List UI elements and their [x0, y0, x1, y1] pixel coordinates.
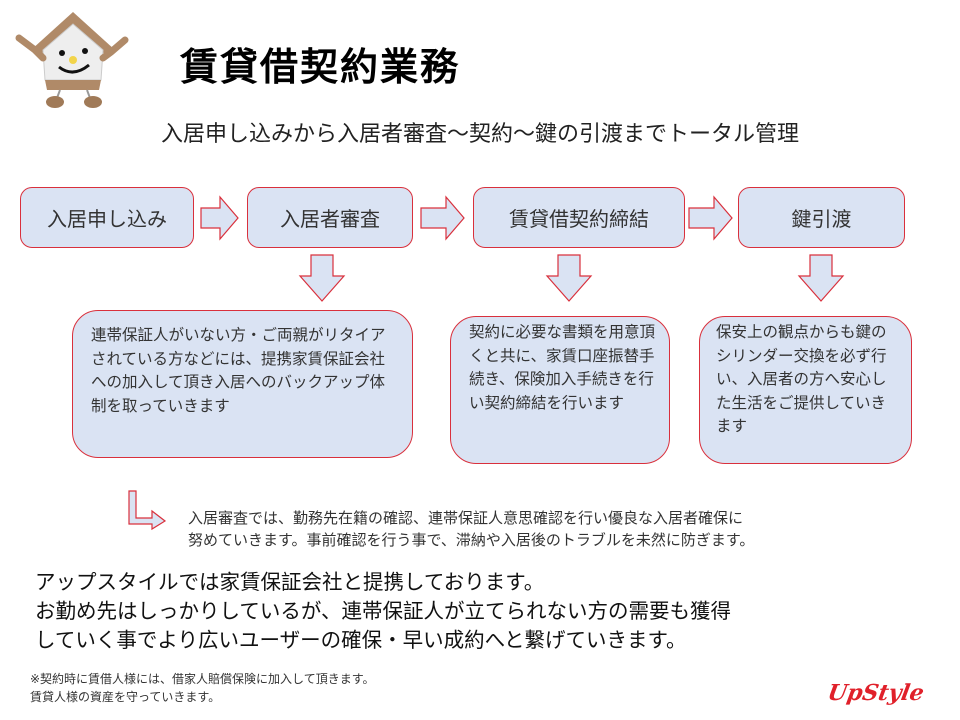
down-arrow-icon — [298, 254, 346, 302]
footnote: ※契約時に賃借人様には、借家人賠償保険に加入して頂きます。 賃貸人様の資産を守っ… — [30, 670, 375, 706]
step-contract: 賃貸借契約締結 — [473, 187, 685, 248]
step-label: 入居申し込み — [47, 207, 167, 231]
main-paragraph: アップスタイルでは家賃保証会社と提携しております。 お勤め先はしっかりしているが… — [35, 568, 731, 655]
house-mascot-illustration — [15, 12, 129, 108]
footnote-line: 賃貸人様の資産を守っていきます。 — [30, 690, 221, 704]
note-line: 努めていきます。事前確認を行う事で、滞納や入居後のトラブルを未然に防ぎます。 — [188, 531, 755, 549]
screening-note: 入居審査では、勤務先在籍の確認、連帯保証人意思確認を行い優良な入居者確保に 努め… — [188, 507, 754, 551]
step-key-handover: 鍵引渡 — [738, 187, 905, 248]
down-arrow-icon — [545, 254, 593, 302]
footnote-line: ※契約時に賃借人様には、借家人賠償保険に加入して頂きます。 — [30, 672, 375, 686]
handover-description: 保安上の観点からも鍵のシリンダー交換を必ず行い、入居者の方へ安心した生活をご提供… — [699, 316, 912, 464]
page-title: 賃貸借契約業務 — [180, 45, 461, 89]
step-screening: 入居者審査 — [247, 187, 413, 248]
right-arrow-icon — [200, 195, 239, 241]
main-line: していく事でより広いユーザーの確保・早い成約へと繋げていきます。 — [35, 628, 687, 652]
description-text: 保安上の観点からも鍵のシリンダー交換を必ず行い、入居者の方へ安心した生活をご提供… — [716, 323, 887, 435]
description-text: 連帯保証人がいない方・ご両親がリタイアされている方などには、提携家賃保証会社への… — [91, 326, 386, 415]
right-arrow-icon — [420, 195, 465, 241]
step-label: 賃貸借契約締結 — [509, 207, 649, 231]
main-line: アップスタイルでは家賃保証会社と提携しております。 — [35, 570, 545, 594]
step-label: 鍵引渡 — [791, 207, 852, 231]
screening-description: 連帯保証人がいない方・ご両親がリタイアされている方などには、提携家賃保証会社への… — [72, 310, 413, 458]
page-subtitle: 入居申し込みから入居者審査〜契約〜鍵の引渡までトータル管理 — [160, 122, 799, 147]
company-logo: UpStyle — [825, 680, 927, 706]
bent-arrow-icon — [128, 490, 167, 531]
main-line: お勤め先はしっかりしているが、連帯保証人が立てられない方の需要も獲得 — [35, 599, 731, 623]
step-application: 入居申し込み — [20, 187, 194, 248]
note-line: 入居審査では、勤務先在籍の確認、連帯保証人意思確認を行い優良な入居者確保に — [188, 509, 744, 527]
right-arrow-icon — [688, 195, 733, 241]
description-text: 契約に必要な書類を用意頂くと共に、家賃口座振替手続き、保険加入手続きを行い契約締… — [469, 323, 656, 412]
contract-description: 契約に必要な書類を用意頂くと共に、家賃口座振替手続き、保険加入手続きを行い契約締… — [450, 316, 670, 464]
down-arrow-icon — [797, 254, 845, 302]
step-label: 入居者審査 — [280, 207, 380, 231]
